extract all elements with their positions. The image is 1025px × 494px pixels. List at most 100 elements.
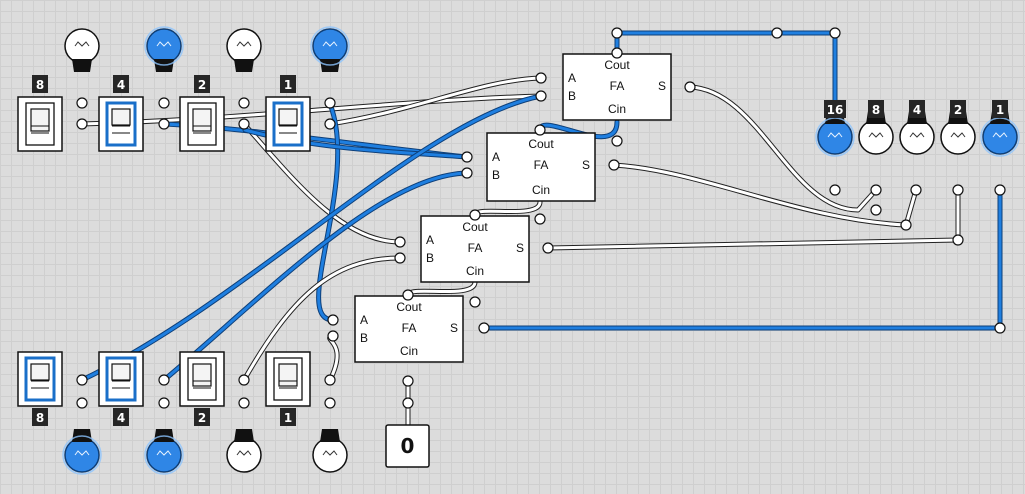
connector-node[interactable]: [327, 314, 339, 326]
connector-node[interactable]: [324, 397, 336, 409]
connector-node[interactable]: [870, 184, 882, 196]
fa-s-label: S: [516, 241, 524, 255]
output-bulb-16: 16: [815, 100, 855, 157]
connector-node[interactable]: [324, 118, 336, 130]
wire-b2-to-fa3-b[interactable]: [241, 255, 403, 383]
input-b-switch-2[interactable]: 2: [179, 351, 225, 426]
connector-node[interactable]: [158, 397, 170, 409]
connector-node[interactable]: [324, 97, 336, 109]
input-b-switch-8[interactable]: 8: [17, 351, 63, 426]
wire-b4-to-fa2-b[interactable]: [161, 170, 470, 383]
connector-node[interactable]: [76, 97, 88, 109]
wire-a8-to-fa1-b[interactable]: [79, 93, 544, 127]
fa-b-label: B: [568, 89, 576, 103]
output-bulb-label: 8: [872, 103, 880, 117]
input-b-switch-badge-label: 8: [36, 411, 44, 425]
fa-cout-label: Cout: [604, 58, 630, 72]
connector-node[interactable]: [952, 234, 964, 246]
output-bulb-label: 1: [996, 103, 1004, 117]
connector-node[interactable]: [611, 135, 623, 147]
connector-node[interactable]: [469, 296, 481, 308]
fa-title: FA: [534, 158, 549, 172]
connector-node[interactable]: [238, 374, 250, 386]
connector-node[interactable]: [158, 118, 170, 130]
wire-fa2-s-to-out4[interactable]: [611, 162, 919, 228]
output-bulb-badge: 8: [868, 100, 884, 118]
wire-fa1-cout-to-out16[interactable]: [614, 30, 838, 108]
connector-node[interactable]: [952, 184, 964, 196]
fa-a-label: A: [360, 313, 368, 327]
wire-fa3-s-to-out2[interactable]: [545, 187, 961, 251]
connector-node[interactable]: [611, 47, 623, 59]
connector-node[interactable]: [324, 374, 336, 386]
connector-node[interactable]: [402, 289, 414, 301]
connector-node[interactable]: [402, 375, 414, 387]
input-a-switch-4[interactable]: 4: [98, 75, 144, 152]
connector-node[interactable]: [534, 213, 546, 225]
input-a-switch-2[interactable]: 2: [179, 75, 225, 152]
fa-s-label: S: [582, 158, 590, 172]
connector-node[interactable]: [534, 124, 546, 136]
connector-node[interactable]: [829, 184, 841, 196]
input-a-switch-badge: 4: [113, 75, 129, 93]
connector-node[interactable]: [461, 167, 473, 179]
connector-node[interactable]: [394, 252, 406, 264]
connector-node[interactable]: [158, 374, 170, 386]
connector-node[interactable]: [394, 236, 406, 248]
input-b-switch-4[interactable]: 4: [98, 351, 144, 426]
connector-node[interactable]: [994, 184, 1006, 196]
input-a-switch-1[interactable]: 1: [265, 75, 311, 152]
wire-b8-to-fa1-b[interactable]: [79, 93, 544, 383]
connector-node[interactable]: [402, 397, 414, 409]
connector-node[interactable]: [238, 397, 250, 409]
fa-cin-label: Cin: [608, 102, 626, 116]
input-b-switch-1[interactable]: 1: [265, 351, 311, 426]
connector-node[interactable]: [535, 72, 547, 84]
wire-fa3-cout-to-fa2-cin[interactable]: [472, 199, 543, 218]
output-bulb-label: 16: [827, 103, 844, 117]
output-bulb-8: 8: [858, 100, 894, 155]
wire-fa4-cout-to-fa3-cin[interactable]: [405, 279, 478, 298]
fa-cout-label: Cout: [396, 300, 422, 314]
input-b-switch-badge: 1: [280, 408, 296, 426]
connector-node[interactable]: [608, 159, 620, 171]
connector-node[interactable]: [611, 27, 623, 39]
output-bulb-badge: 4: [909, 100, 925, 118]
connector-node[interactable]: [469, 209, 481, 221]
wire-a1-to-fa1-a[interactable]: [327, 75, 544, 127]
connector-node[interactable]: [238, 118, 250, 130]
carry-in-constant[interactable]: 0: [385, 424, 430, 468]
fa-b-label: B: [426, 251, 434, 265]
connector-node[interactable]: [542, 242, 554, 254]
connector-node[interactable]: [76, 118, 88, 130]
wire-a2-to-fa3-a[interactable]: [241, 121, 403, 245]
connector-node[interactable]: [684, 81, 696, 93]
connector-node[interactable]: [870, 204, 882, 216]
input-a-switch-8[interactable]: 8: [17, 75, 63, 152]
connector-node[interactable]: [771, 27, 783, 39]
connector-node[interactable]: [327, 330, 339, 342]
connector-node[interactable]: [478, 322, 490, 334]
connector-node[interactable]: [76, 374, 88, 386]
input-b-switch-badge-label: 1: [284, 411, 292, 425]
wire-fa1-s-to-out8[interactable]: [687, 84, 879, 213]
full-adder-body: [562, 53, 672, 121]
connector-node[interactable]: [829, 27, 841, 39]
wire-fa4-s-to-out1[interactable]: [481, 187, 1003, 331]
connector-node[interactable]: [76, 397, 88, 409]
connector-node[interactable]: [994, 322, 1006, 334]
connector-node[interactable]: [900, 219, 912, 231]
connector-node[interactable]: [910, 184, 922, 196]
connector-node[interactable]: [238, 97, 250, 109]
fa-b-label: B: [360, 331, 368, 345]
wire-b1-to-fa4-b[interactable]: [327, 333, 340, 383]
connector-node[interactable]: [158, 97, 170, 109]
input-b-bulb-icon: [312, 429, 348, 473]
connector-node[interactable]: [535, 90, 547, 102]
connector-node[interactable]: [461, 151, 473, 163]
